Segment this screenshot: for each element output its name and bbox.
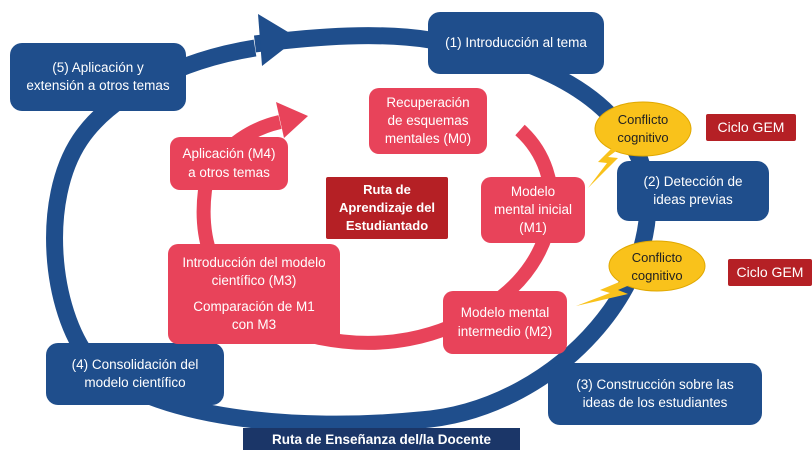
stage-m3-scientific-model: Introducción del modelo científico (M3) … (168, 244, 340, 344)
cycle-gem-tag-2: Ciclo GEM (728, 259, 812, 286)
m0-line-3: mentales (M0) (384, 131, 472, 147)
teacher-cycle-arrowhead (258, 14, 298, 66)
m0-line-2: de esquemas (387, 112, 469, 128)
student-route-line-1: Ruta de (363, 181, 411, 197)
lightning-1 (588, 148, 620, 188)
conflict-2-line-1: Conflicto (631, 250, 683, 266)
m1-line-2: mental inicial (493, 201, 573, 217)
step-5-application: (5) Aplicación y extensión a otros temas (10, 43, 186, 111)
step-3-line-1: (3) Construcción sobre las (576, 376, 734, 392)
step-4-line-2: modelo científico (84, 375, 186, 390)
step-3-line-2: ideas de los estudiantes (582, 395, 728, 410)
m4-line-2: a otros temas (188, 164, 270, 180)
stage-m4-application: Aplicación (M4) a otros temas (170, 137, 288, 190)
step-2-detection: (2) Detección de ideas previas (617, 161, 769, 221)
student-route-line-2: Aprendizaje del (338, 199, 436, 215)
step-1-text: (1) Introducción al tema (445, 34, 587, 50)
step-2-line-1: (2) Detección de (643, 173, 743, 189)
conflict-label-2: Conflicto cognitivo (617, 246, 697, 288)
student-cycle-arrowhead (276, 102, 308, 138)
conflict-2-line-2: cognitivo (631, 268, 683, 283)
conflict-bubble-1 (594, 101, 692, 157)
cycle-gem-tag-2-text: Ciclo GEM (736, 264, 804, 281)
m3-compare-line-2: con M3 (231, 317, 277, 333)
conflict-bubble-2 (608, 240, 706, 292)
teacher-route-label-text: Ruta de Enseñanza del/la Docente (271, 431, 492, 447)
m3-intro-line-2: científico (M3) (211, 272, 297, 288)
conflict-label-1: Conflicto cognitivo (603, 108, 683, 150)
stage-m0-recovery: Recuperación de esquemas mentales (M0) (369, 88, 487, 154)
step-1-introduction: (1) Introducción al tema (428, 12, 604, 74)
step-4-consolidation: (4) Consolidación del modelo científico (46, 343, 224, 405)
m3-intro-line-1: Introducción del modelo (182, 254, 326, 270)
student-route-label: Ruta de Aprendizaje del Estudiantado (326, 177, 448, 239)
lightning-2 (576, 280, 632, 306)
step-4-line-1: (4) Consolidación del (71, 356, 199, 372)
step-2-line-2: ideas previas (653, 192, 733, 207)
m4-line-1: Aplicación (M4) (182, 146, 276, 162)
stage-m2-intermediate-model: Modelo mental intermedio (M2) (443, 291, 567, 354)
cycle-gem-tag-1: Ciclo GEM (706, 114, 796, 141)
m1-line-1: Modelo (510, 183, 556, 199)
step-5-line-2: extensión a otros temas (26, 78, 170, 93)
conflict-1-line-1: Conflicto (617, 112, 669, 128)
student-route-line-3: Estudiantado (345, 218, 429, 234)
cycle-gem-tag-1-text: Ciclo GEM (717, 119, 785, 136)
m2-line-1: Modelo mental (460, 305, 550, 321)
m2-line-2: intermedio (M2) (457, 323, 553, 339)
m3-compare-line-1: Comparación de M1 (193, 299, 315, 314)
m1-line-3: (M1) (519, 220, 547, 236)
m0-line-1: Recuperación (386, 94, 470, 110)
conflict-1-line-2: cognitivo (617, 130, 669, 145)
step-5-line-1: (5) Aplicación y (52, 59, 144, 75)
step-3-construction: (3) Construcción sobre las ideas de los … (548, 363, 762, 425)
teacher-route-label: Ruta de Enseñanza del/la Docente (243, 428, 520, 450)
stage-m1-initial-model: Modelo mental inicial (M1) (481, 177, 585, 243)
